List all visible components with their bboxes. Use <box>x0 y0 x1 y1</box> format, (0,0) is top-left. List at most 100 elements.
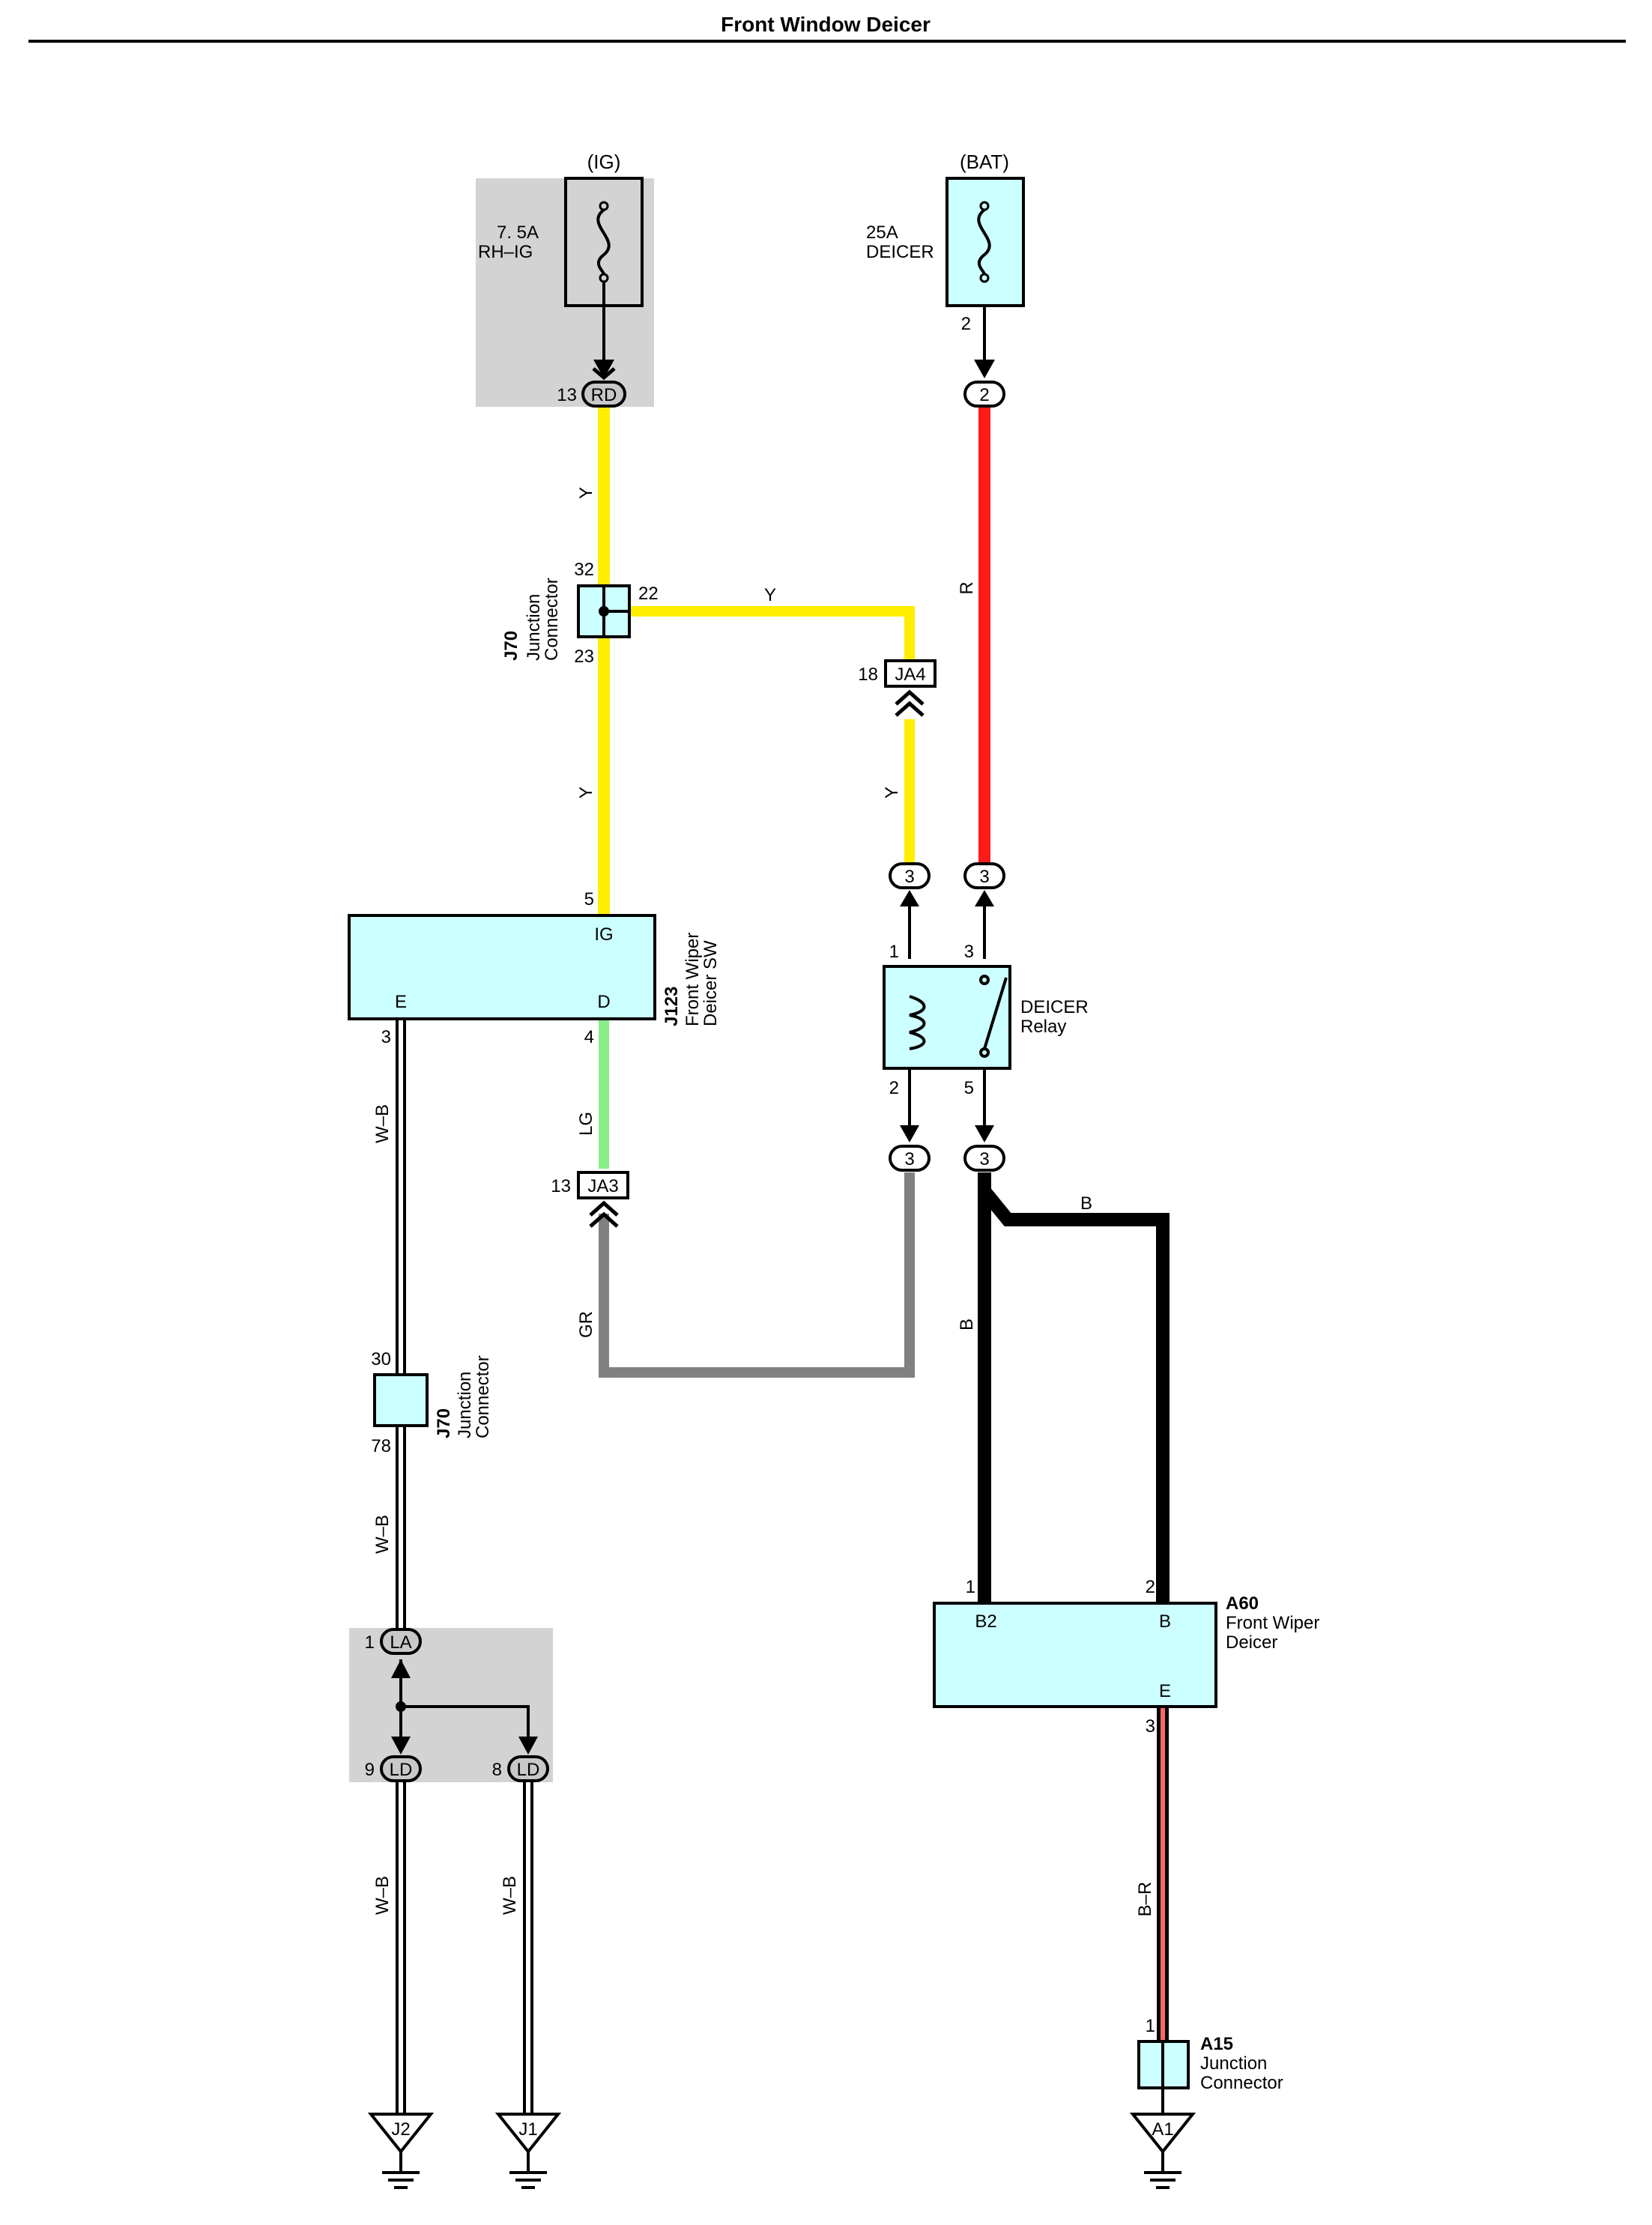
switch-pin-d: 4 <box>584 1027 594 1047</box>
ground-icon <box>367 2113 435 2189</box>
deicer-id: A60 <box>1226 1593 1259 1614</box>
arrow-up-icon <box>900 890 994 959</box>
relay-name-2: Relay <box>1020 1017 1066 1037</box>
connector-relay-top-left-code: 3 <box>904 867 914 887</box>
connector-ja3 <box>577 1171 629 1199</box>
connector-ld-left <box>380 1755 422 1782</box>
connector-relay-bot-left-code: 3 <box>904 1149 914 1169</box>
ground-j1-label: J1 <box>518 2119 537 2140</box>
deicer-pin-e: 3 <box>1146 1716 1155 1737</box>
deicer-term-e: E <box>1159 1681 1171 1701</box>
connector-bat-in <box>963 381 1005 408</box>
switch-pin-ig: 5 <box>584 889 594 909</box>
bat-fuse-name: DEICER <box>866 242 934 262</box>
deicer-name-1: Front Wiper <box>1226 1613 1319 1633</box>
arrow-down-icon <box>391 1737 538 1755</box>
connector-ld-right-pin: 8 <box>492 1760 502 1780</box>
chevron-up-icon <box>895 689 925 717</box>
connector-relay-bot-left <box>889 1145 931 1172</box>
j70-top-pin-in: 32 <box>574 560 594 580</box>
connector-relay-top-left <box>889 862 931 889</box>
connector-la <box>380 1628 422 1655</box>
a15-name-2: Connector <box>1200 2073 1283 2093</box>
j70-bottom-id: J70 <box>434 1408 454 1438</box>
component-relay <box>883 965 1011 1070</box>
bat-label: (BAT) <box>960 151 1009 173</box>
connector-ld-left-code: LD <box>390 1760 413 1780</box>
connector-ja4-pin: 18 <box>858 665 878 685</box>
connector-relay-bot-right-code: 3 <box>979 1149 989 1169</box>
connector-relay-top-right-code: 3 <box>979 867 989 887</box>
a15-pin: 1 <box>1146 2016 1155 2036</box>
wire-b-branch <box>979 1187 1170 1602</box>
arrow-down-icon <box>900 1068 994 1142</box>
connector-ja3-code: JA3 <box>587 1176 618 1196</box>
wire-label-lg: LG <box>576 1112 596 1136</box>
ig-fuse-name: RH–IG <box>478 242 533 262</box>
connector-relay-top-right <box>963 862 1005 889</box>
relay-pin-2: 2 <box>889 1078 899 1098</box>
relay-name-1: DEICER <box>1020 997 1089 1017</box>
switch-term-ig: IG <box>594 924 613 945</box>
j70-bottom-pin-in: 30 <box>371 1349 391 1369</box>
j70-top-pin-out: 23 <box>574 647 594 667</box>
fuse-icon <box>592 201 616 381</box>
deicer-term-b2: B2 <box>975 1611 996 1632</box>
switch-id: J123 <box>662 987 682 1026</box>
connector-ja4-code: JA4 <box>895 665 925 685</box>
j70-bottom-pin-out: 78 <box>371 1436 391 1456</box>
switch-term-d: D <box>597 992 610 1012</box>
connector-rd-pin: 13 <box>557 385 577 405</box>
connector-ld-right-code: LD <box>517 1760 540 1780</box>
a15-id: A15 <box>1200 2034 1233 2054</box>
connector-ja3-pin: 13 <box>551 1176 571 1196</box>
junction-j70-bottom <box>373 1373 429 1427</box>
j70-top-pin-side: 22 <box>638 584 659 604</box>
wire-label-wb3: W–B <box>372 1876 393 1915</box>
switch-name-2: Deicer SW <box>701 940 721 1026</box>
ground-a1-label: A1 <box>1152 2119 1173 2140</box>
wire-label-y1: Y <box>576 487 596 499</box>
deicer-term-b: B <box>1159 1611 1171 1632</box>
wire-label-y3: Y <box>882 787 902 799</box>
wire-label-gr: GR <box>576 1311 596 1338</box>
wire-label-y2: Y <box>576 787 596 799</box>
connector-ld-left-pin: 9 <box>365 1760 375 1780</box>
deicer-pin-b: 2 <box>1146 1577 1155 1597</box>
relay-pin-5: 5 <box>964 1078 974 1098</box>
connector-ld-right <box>507 1755 549 1782</box>
connector-bat-in-code: 2 <box>979 385 989 405</box>
deicer-name-2: Deicer <box>1226 1632 1277 1653</box>
a15-name-1: Junction <box>1200 2053 1267 2074</box>
component-deicer <box>933 1602 1217 1708</box>
ground-icon <box>494 2113 562 2189</box>
arrow-up-icon <box>391 1659 411 1678</box>
wire-label-b-vert: B <box>957 1319 977 1331</box>
wire-gr <box>599 1172 915 1378</box>
wire-y-side <box>629 606 915 659</box>
wire-label-wb1: W–B <box>372 1104 393 1143</box>
wire-label-b-top: B <box>1080 1193 1092 1214</box>
connector-la-pin: 1 <box>365 1632 375 1653</box>
connector-la-code: LA <box>390 1632 411 1653</box>
wire-wb-group <box>396 1019 533 2114</box>
switch-term-e: E <box>395 992 407 1012</box>
ground-icon <box>1129 2113 1196 2189</box>
chevron-up-icon <box>589 1200 619 1228</box>
wire-label-wb2: W–B <box>372 1515 393 1554</box>
connector-relay-bot-right <box>963 1145 1005 1172</box>
j70-bottom-name-2: Connector <box>473 1355 493 1438</box>
ig-fuse-rating: 7. 5A <box>497 222 539 243</box>
connector-ja4 <box>884 659 937 688</box>
relay-pin-3: 3 <box>964 942 974 962</box>
wire-label-r: R <box>957 581 977 594</box>
j70-top-name-2: Connector <box>542 578 562 661</box>
j70-top-name-1: Junction <box>524 594 544 661</box>
connector-rd-code: RD <box>591 385 617 405</box>
deicer-pin-b2: 1 <box>966 1577 975 1597</box>
bat-fuse <box>945 177 1025 307</box>
bat-fuse-rating: 25A <box>866 222 898 243</box>
wire-label-y-side: Y <box>764 585 776 605</box>
switch-pin-e: 3 <box>381 1027 391 1047</box>
